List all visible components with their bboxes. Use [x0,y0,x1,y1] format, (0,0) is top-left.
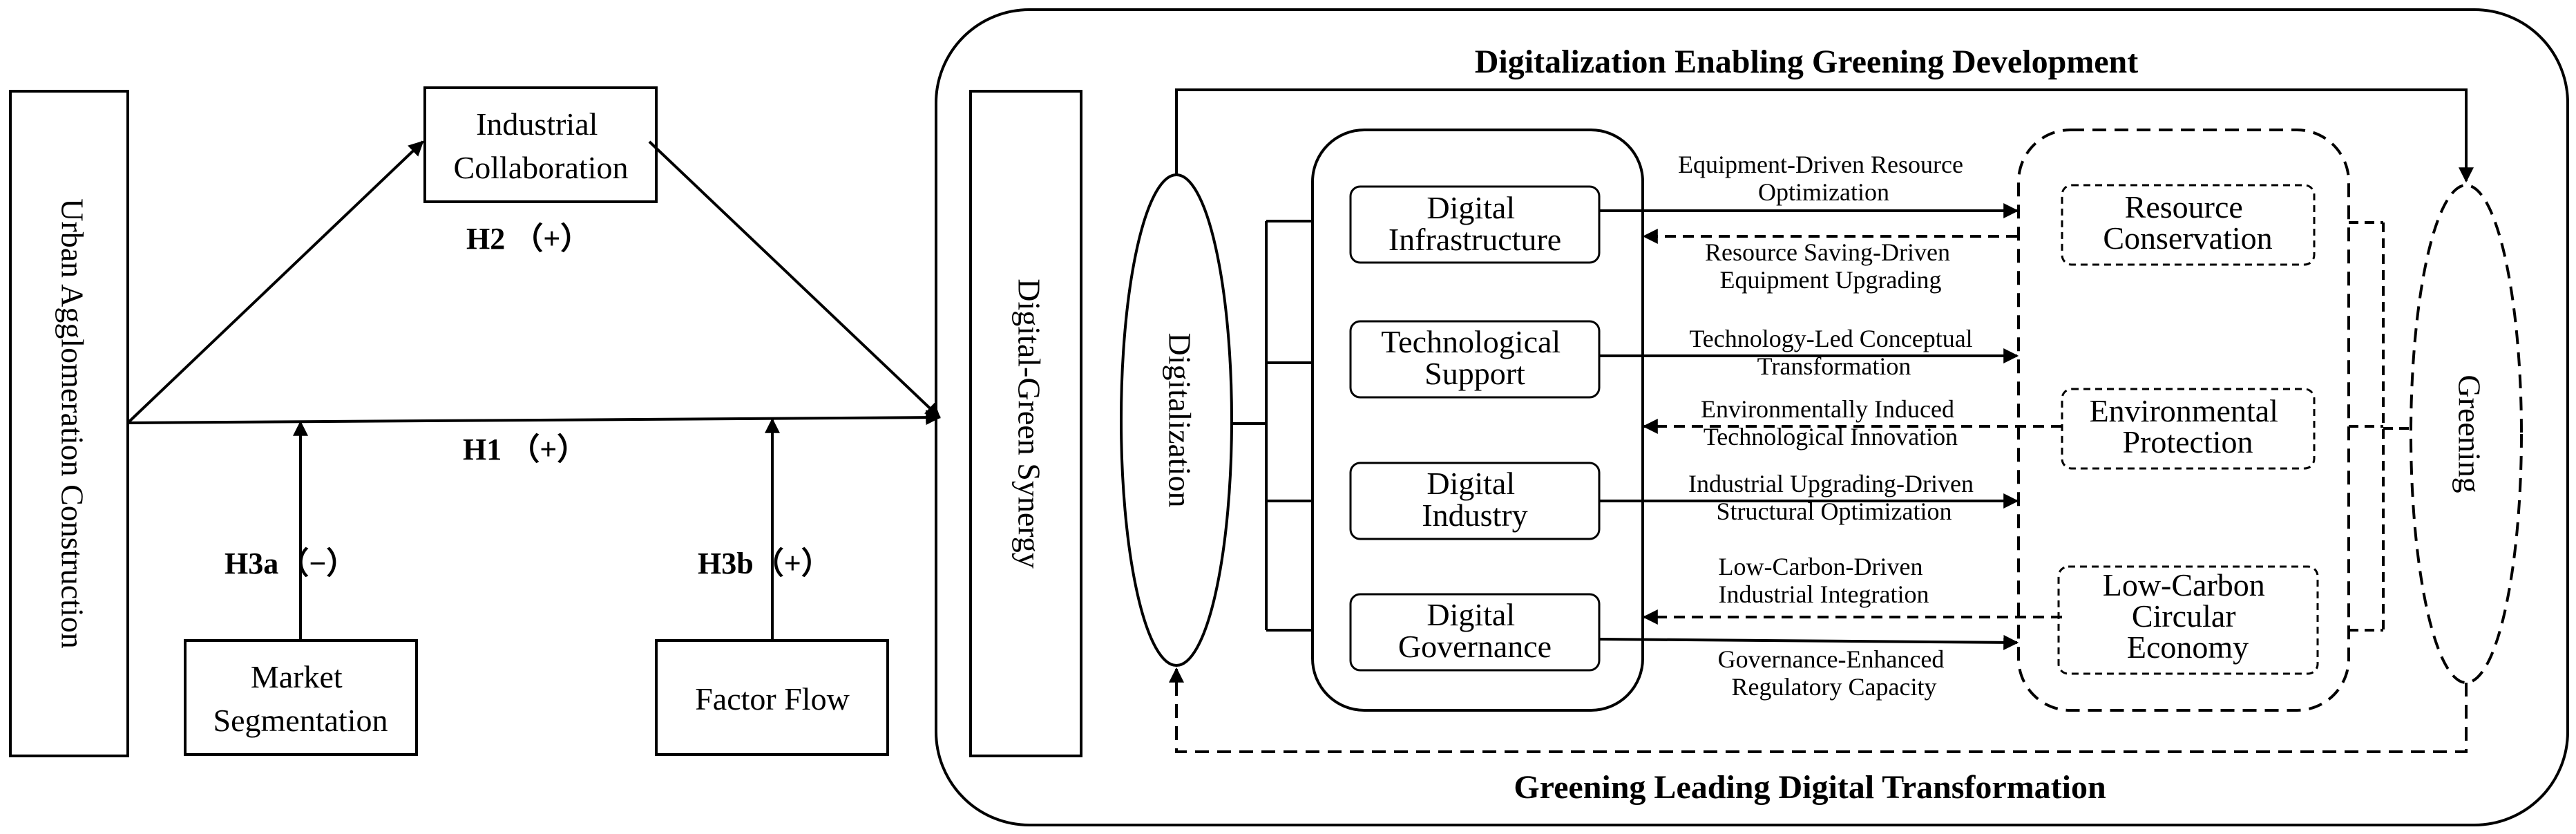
h2-arrow-to-synergy [648,140,941,419]
greening-ellipse [2410,184,2523,684]
green-components-container [2017,129,2350,712]
digital-bracket [1232,220,1313,632]
greening-label: Greening [2452,375,2487,493]
right-model: Digital-Green Synergy Digitalization Ena… [935,8,2569,826]
mechanism-label-4: Environmentally Induced Technological In… [1701,395,1960,451]
resource-conservation-label: Resource Conservation [2103,189,2272,256]
mechanism-label-2: Resource Saving-Driven Equipment Upgradi… [1705,238,1956,294]
h2-arrow-to-collaboration [126,140,424,424]
bottom-title: Greening Leading Digital Transformation [1514,769,2106,806]
h1-arrow [127,410,942,426]
mechanism-arrow-7 [1599,634,2019,650]
urban-agglomeration-label: Urban Agglomeration Construction [55,198,90,649]
h2-label: H2 （+） [466,222,591,256]
industrial-collaboration-label: Industrial Collaboration [454,106,629,185]
mechanism-label-3: Technology-Led Conceptual Transformation [1689,325,1978,380]
mechanism-label-7: Governance-Enhanced Regulatory Capacity [1718,645,1951,701]
mechanism-label-5: Industrial Upgrading-Driven Structural O… [1688,470,1980,525]
top-title: Digitalization Enabling Greening Develop… [1475,44,2138,80]
low-carbon-economy-box [2057,565,2319,675]
resource-conservation-box [2061,184,2316,266]
technological-support-label: Technological Support [1381,324,1568,391]
technological-support-box [1349,320,1601,399]
right-model-frame [935,8,2569,826]
urban-agglomeration-box [9,90,129,757]
digitalization-label: Digitalization [1162,333,1197,508]
digital-governance-label: Digital Governance [1398,597,1552,664]
low-carbon-economy-label: Low-Carbon Circular Economy [2103,567,2273,665]
digital-governance-box [1349,593,1601,672]
left-model: Urban Agglomeration Construction Industr… [9,86,942,757]
bottom-loop-arrow [1169,667,2468,753]
h1-label: H1 （+） [463,433,587,466]
green-bracket [2349,221,2411,632]
digital-green-synergy-label: Digital-Green Synergy [1011,278,1047,568]
h3a-label: H3a（−） [225,547,356,580]
mechanism-label-1: Equipment-Driven Resource Optimization [1678,151,1969,206]
industrial-collaboration-box [423,86,658,203]
factor-flow-box [655,639,889,756]
digital-infrastructure-box [1349,185,1601,264]
market-segmentation-box [184,639,418,756]
mechanism-label-6: Low-Carbon-Driven Industrial Integration [1719,553,1929,608]
environmental-protection-box [2061,388,2316,470]
digital-infrastructure-label: Digital Infrastructure [1389,190,1561,257]
h3b-label: H3b（+） [698,547,832,580]
digital-industry-label: Digital Industry [1422,466,1527,533]
digital-green-synergy-box [969,90,1082,757]
top-loop-arrow [1175,88,2474,183]
environmental-protection-label: Environmental Protection [2090,393,2287,459]
market-segmentation-label: Market Segmentation [213,659,388,738]
factor-flow-label: Factor Flow [695,681,850,717]
